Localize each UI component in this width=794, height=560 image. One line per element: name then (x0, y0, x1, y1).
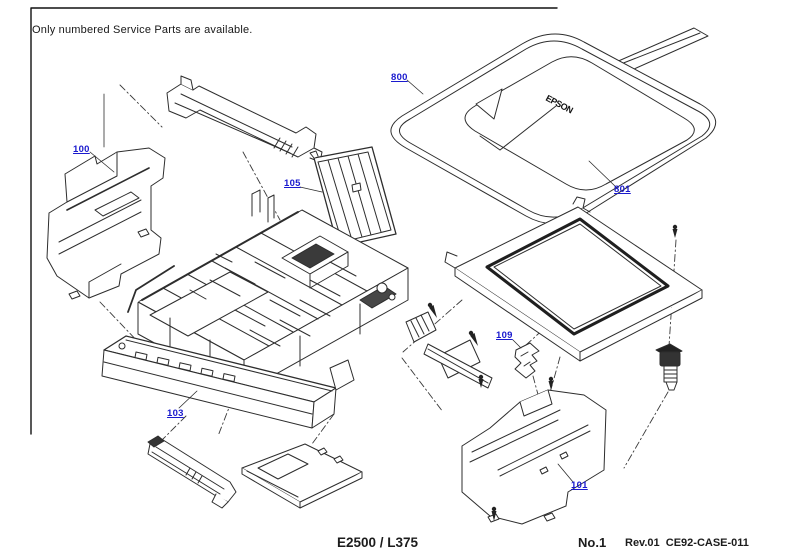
screw-icons (427, 224, 678, 521)
part-109-bracket (514, 342, 540, 379)
part-101-right-housing (461, 389, 607, 525)
part-label-100[interactable]: 100 (73, 144, 90, 155)
part-label-103[interactable]: 103 (167, 408, 184, 419)
part-feed-rail-assembly (405, 311, 493, 389)
part-label-101[interactable]: 101 (571, 480, 588, 491)
diagram-border (30, 7, 558, 435)
label-leader-lines (89, 79, 617, 483)
service-note: Only numbered Service Parts are availabl… (32, 24, 253, 36)
part-100-left-housing (46, 147, 166, 300)
part-800-scanner-cover: EPSON (390, 27, 716, 225)
part-label-109[interactable]: 109 (496, 330, 513, 341)
part-output-tray (241, 443, 363, 509)
revision-code: Rev.01 CE92-CASE-011 (625, 537, 749, 549)
model-title: E2500 / L375 (337, 535, 419, 550)
part-valve-knob (655, 343, 683, 391)
page-number: No.1 (578, 535, 607, 550)
part-paper-support-rail (166, 75, 323, 163)
part-103-control-panel (101, 335, 355, 429)
part-105-ribbed-panel (309, 146, 397, 248)
part-label-801[interactable]: 801 (614, 184, 631, 195)
part-label-105[interactable]: 105 (284, 178, 301, 189)
part-label-800[interactable]: 800 (391, 72, 408, 83)
part-801-scanner-bed (444, 196, 703, 362)
part-bottom-slider-bar (147, 435, 237, 509)
